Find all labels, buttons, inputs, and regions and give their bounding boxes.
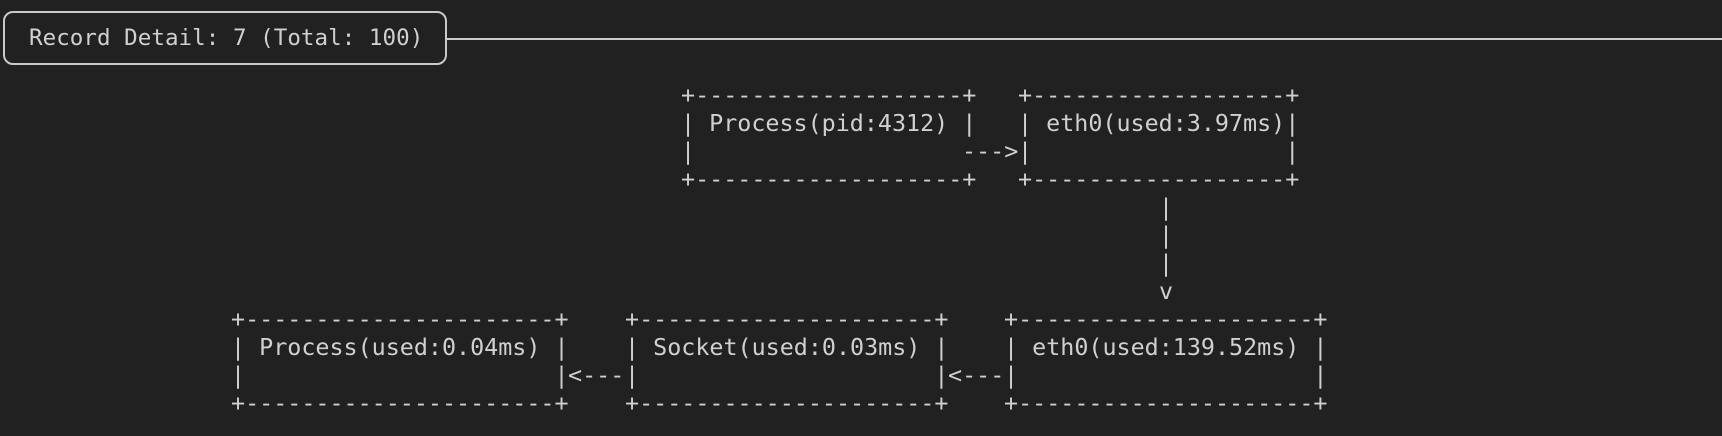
node-socket: +---------------------+ | Socket(used:0.… (625, 305, 949, 417)
arrow-down-icon: | | | v (1159, 193, 1174, 305)
page-title: Record Detail: 7 (Total: 100) (29, 25, 424, 51)
node-eth0-down: +---------------------+ | eth0(used:139.… (1004, 305, 1328, 417)
record-detail-title: Record Detail: 7 (Total: 100) (3, 11, 447, 65)
arrow-right-icon: ---> (962, 137, 1019, 165)
header-rule (447, 38, 1722, 40)
arrow-left-icon-eth0-to-socket: <--- (948, 361, 1005, 389)
node-process-pid: +-------------------+ | Process(pid:4312… (681, 81, 977, 193)
arrow-left-icon-socket-to-process: <--- (568, 361, 625, 389)
node-process-used: +----------------------+ | Process(used:… (231, 305, 569, 417)
node-eth0-up: +------------------+ | eth0(used:3.97ms)… (1018, 81, 1300, 193)
